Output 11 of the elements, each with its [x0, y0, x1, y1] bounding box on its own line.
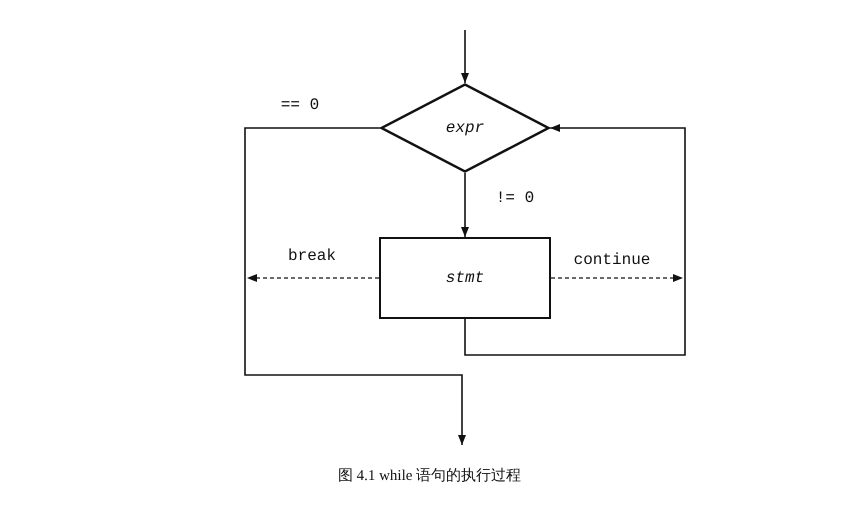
dashed-arrow [247, 274, 379, 282]
arrow [244, 127, 466, 445]
node-label: expr [446, 119, 484, 137]
arrow [461, 173, 469, 237]
figure-caption: 图 4.1 while 语句的执行过程 [336, 466, 522, 485]
process-box [379, 237, 551, 319]
arrow [461, 30, 469, 83]
node-label: stmt [446, 269, 484, 287]
decision-diamond [380, 83, 550, 173]
dashed-arrow [551, 274, 683, 282]
arrow [464, 124, 686, 356]
